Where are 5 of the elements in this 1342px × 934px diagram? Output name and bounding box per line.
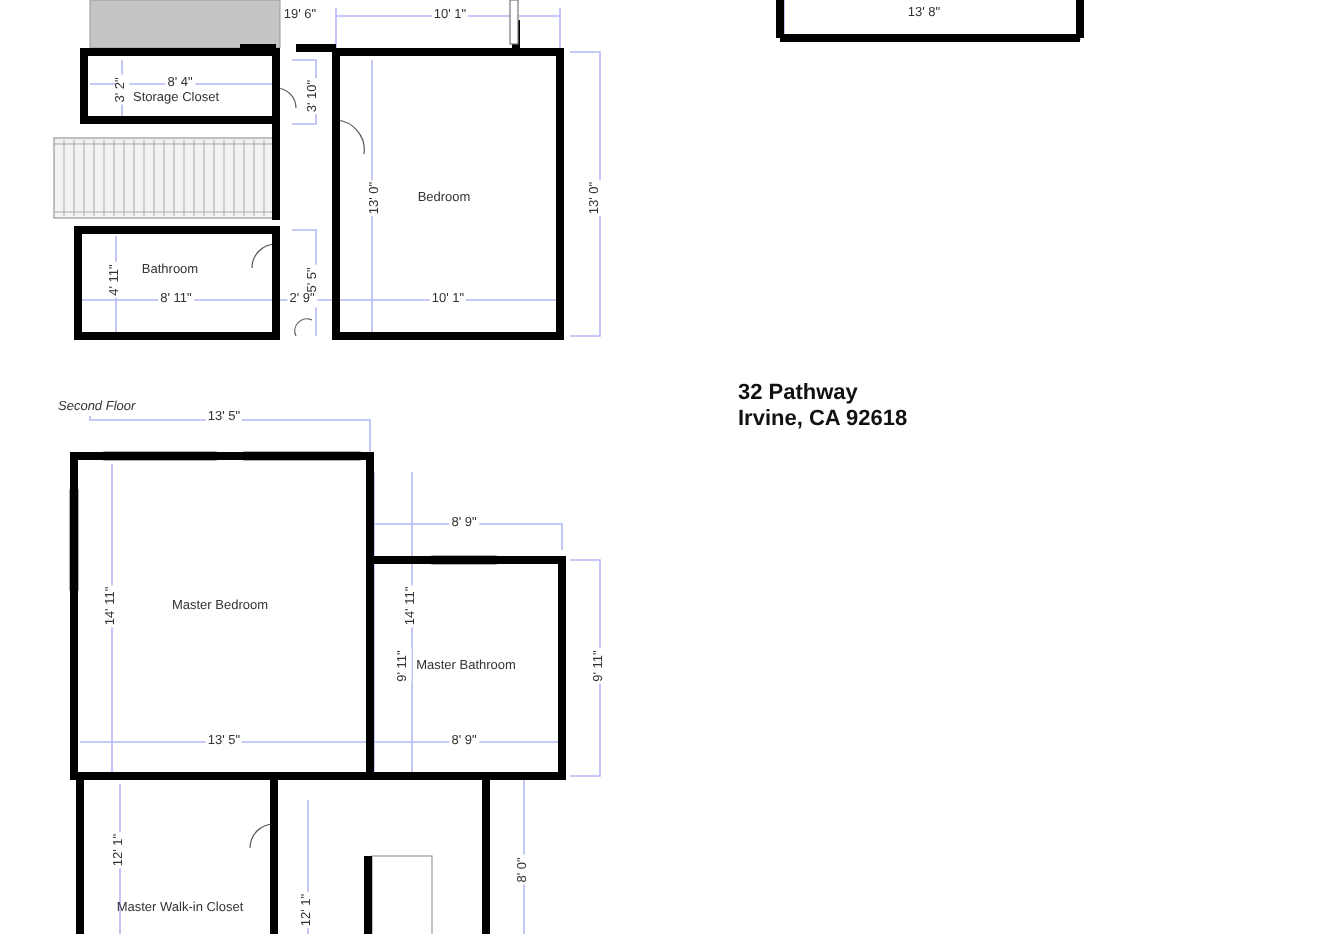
room-outline xyxy=(332,48,564,340)
room-outline xyxy=(80,48,280,124)
room-outline xyxy=(74,226,280,340)
address-text: 32 Pathway xyxy=(736,383,860,405)
address-text: Irvine, CA 92618 xyxy=(736,409,910,431)
